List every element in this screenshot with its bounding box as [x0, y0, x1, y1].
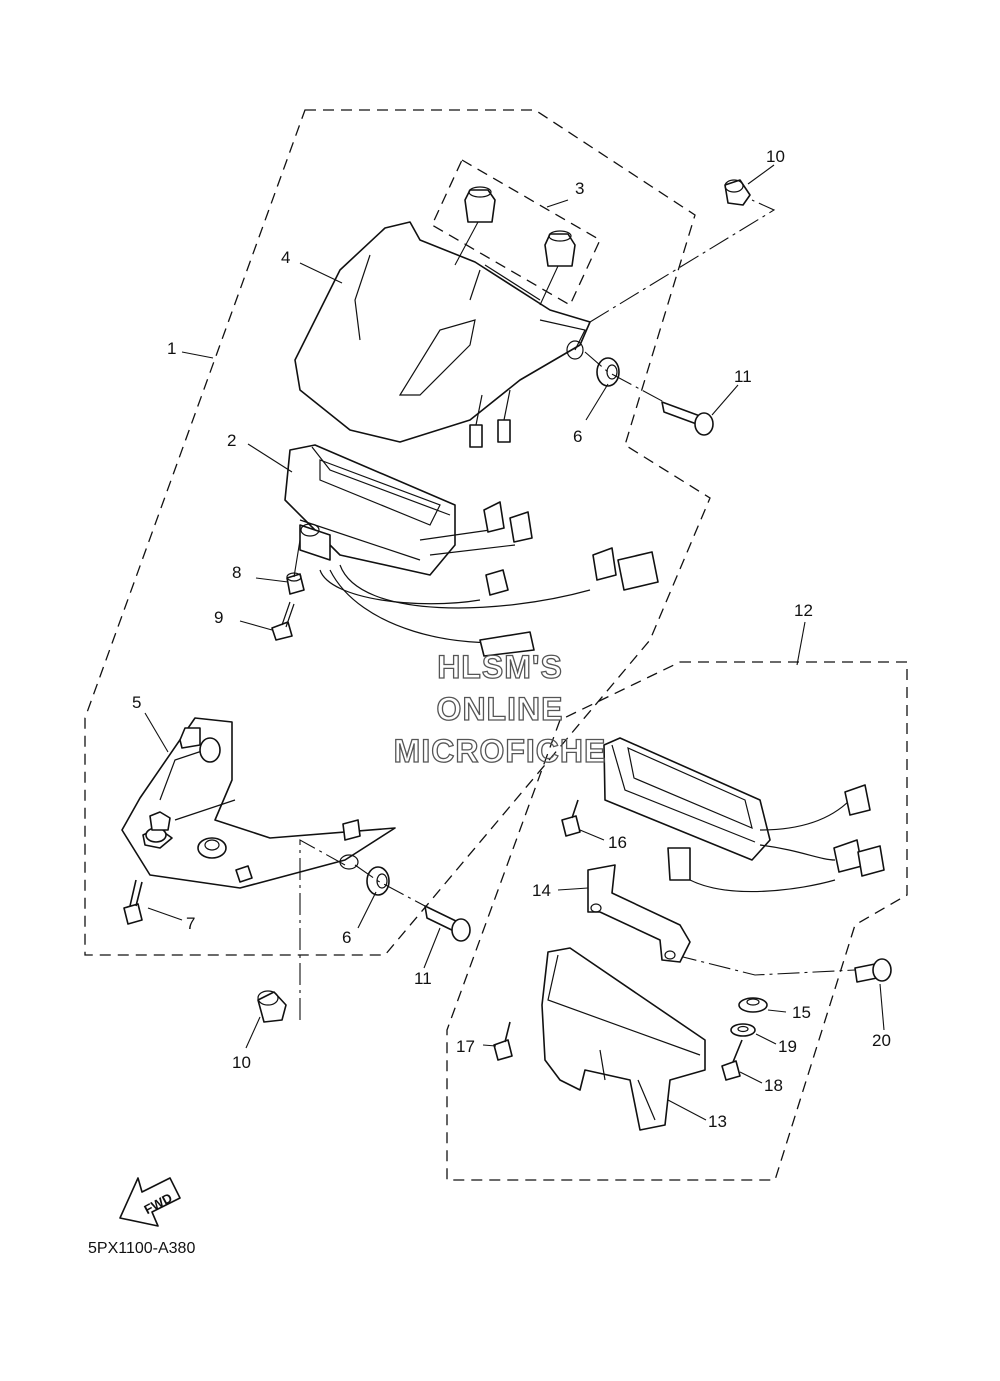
- meter-cover: [294, 221, 591, 448]
- assembly-line-grommet-upper: [584, 351, 665, 403]
- callout-18: 18: [764, 1076, 783, 1095]
- callout-11-lower: 11: [414, 969, 432, 988]
- damper-upper: [724, 179, 751, 206]
- callout-4: 4: [281, 248, 290, 267]
- group-3-boundary: [431, 159, 601, 306]
- assembly-line-grommet-lower: [354, 864, 426, 907]
- watermark-line-1: HLSM'S: [437, 649, 563, 685]
- callout-16: 16: [608, 833, 627, 852]
- callout-6-lower: 6: [342, 928, 351, 947]
- callout-11-upper: 11: [734, 367, 752, 386]
- meter-bracket: [121, 717, 396, 889]
- assembly-line-upper: [589, 199, 776, 323]
- fwd-arrow: FWD: [119, 1177, 181, 1227]
- grommet-15: [738, 997, 768, 1013]
- callout-19: 19: [778, 1037, 797, 1056]
- watermark-line-2: ONLINE: [437, 691, 564, 727]
- meter-unit: [603, 737, 885, 893]
- callout-15: 15: [792, 1003, 811, 1022]
- callout-13: 13: [708, 1112, 727, 1131]
- meter-collar-and-bolt: [271, 539, 305, 641]
- callout-10-lower: 10: [232, 1053, 251, 1072]
- meter-stay: [587, 864, 691, 963]
- callout-2: 2: [227, 431, 236, 450]
- callout-20: 20: [872, 1031, 891, 1050]
- watermark-line-3: MICROFICHE: [394, 733, 607, 769]
- meter-assembly: [284, 444, 659, 657]
- bolt-upper: [661, 401, 714, 436]
- screw-16: [561, 799, 581, 837]
- assembly-line-lower: [299, 839, 346, 1020]
- grommet-upper: [596, 357, 620, 387]
- callout-10-upper: 10: [766, 147, 785, 166]
- bolt-20: [854, 958, 892, 983]
- bulb-sockets: [454, 186, 576, 306]
- callout-1: 1: [167, 339, 176, 358]
- bolt-lower: [424, 905, 471, 942]
- callout-7: 7: [186, 914, 195, 933]
- bracket-bolt: [123, 879, 143, 925]
- callout-5: 5: [132, 693, 141, 712]
- screw-17: [493, 1021, 513, 1061]
- callout-14: 14: [532, 881, 551, 900]
- lower-meter-cover: [541, 947, 706, 1131]
- drawing-code: 5PX1100-A380: [88, 1240, 196, 1257]
- callout-8: 8: [232, 563, 241, 582]
- callout-17: 17: [456, 1037, 475, 1056]
- damper-lower: [257, 990, 287, 1023]
- group-12-boundary: [446, 661, 908, 1181]
- screw-18: [721, 1039, 743, 1081]
- washer-19: [730, 1023, 756, 1037]
- group-1-boundary: [84, 109, 711, 956]
- callout-6-upper: 6: [573, 427, 582, 446]
- callout-3: 3: [575, 179, 584, 198]
- callout-9: 9: [214, 608, 223, 627]
- callout-12: 12: [794, 601, 813, 620]
- leader-lines: [144, 164, 885, 1121]
- assembly-line-bracket-14: [674, 954, 856, 976]
